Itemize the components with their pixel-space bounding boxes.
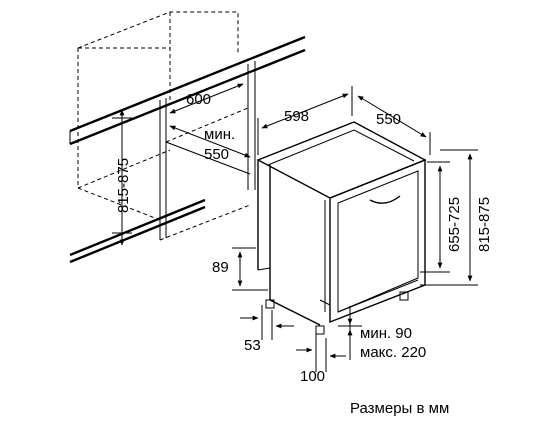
- appliance-body-height-label: 655-725: [446, 197, 463, 252]
- foot-front-left: [265, 299, 275, 309]
- door-handle-icon: [369, 195, 401, 204]
- foot-depth-label: 53: [244, 337, 261, 354]
- appliance-width-label: 598: [284, 108, 309, 125]
- appliance-total-height-dimension: 815-875: [420, 149, 493, 286]
- toe-kick-height-dimension: 89: [212, 247, 268, 291]
- door-gap-max-label: макс. 220: [360, 344, 426, 361]
- foot-offset-label: 100: [300, 368, 325, 385]
- niche-depth-label: 550: [204, 146, 229, 163]
- niche-height-label: 815-875: [115, 158, 132, 213]
- door-gap-min-label: мин. 90: [360, 325, 412, 342]
- foot-rear-right: [399, 291, 409, 301]
- foot-offset-dimension: 100: [296, 334, 346, 385]
- niche-depth-dimension: мин. 550: [169, 125, 251, 163]
- appliance-total-height-label: 815-875: [476, 197, 493, 252]
- niche-outline: [69, 11, 306, 264]
- niche-depth-prefix: мин.: [204, 126, 235, 143]
- door-gap-dimension: мин. 90 макс. 220: [338, 306, 426, 361]
- toe-kick-height-label: 89: [212, 259, 229, 276]
- niche-width-dimension: 600: [169, 83, 244, 114]
- appliance-depth-dimension: 550: [357, 95, 431, 155]
- dishwasher-feet: [265, 291, 409, 335]
- appliance-body-height-dimension: 655-725: [420, 161, 463, 273]
- appliance-width-dimension: 598: [257, 86, 353, 155]
- units-caption: Размеры в мм: [350, 400, 450, 417]
- niche-height-dimension: 815-875: [112, 109, 132, 246]
- foot-front-right: [315, 325, 325, 335]
- dishwasher-body: [256, 121, 427, 326]
- appliance-depth-label: 550: [376, 111, 401, 128]
- foot-depth-dimension: 53: [240, 305, 294, 354]
- niche-width-label: 600: [186, 91, 211, 108]
